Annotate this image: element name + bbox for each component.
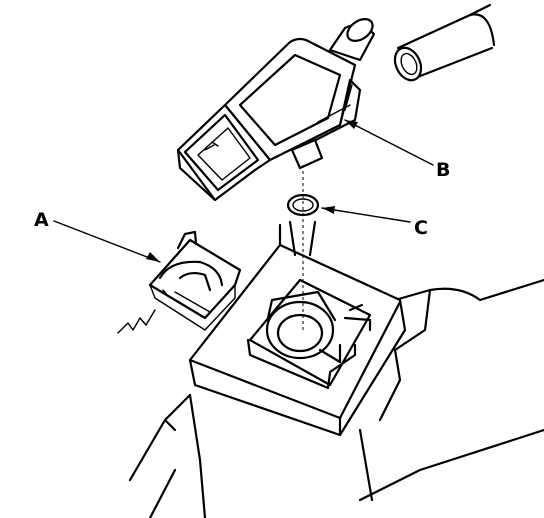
- alignment-tab: [288, 220, 297, 257]
- callout-label-a: A: [34, 209, 49, 231]
- arrowhead-a: [146, 252, 160, 262]
- arrowhead-c: [322, 206, 335, 214]
- vacuum-hose: [393, 3, 496, 82]
- alignment-tab-right: [308, 220, 317, 257]
- sensor-mounting-boss: [188, 223, 407, 437]
- arrowhead-b: [345, 120, 358, 129]
- leader-line-c: [321, 207, 411, 223]
- callout-label-b: B: [436, 159, 450, 181]
- callout-label-c: C: [414, 217, 428, 239]
- callout-b: B: [344, 119, 450, 181]
- callout-c: C: [321, 206, 428, 239]
- intake-manifold: [128, 278, 544, 518]
- callout-a: A: [34, 209, 161, 263]
- leader-line-b: [344, 119, 434, 166]
- leader-line-a: [53, 220, 161, 263]
- retaining-clip: [117, 230, 242, 334]
- map-sensor: [176, 17, 376, 202]
